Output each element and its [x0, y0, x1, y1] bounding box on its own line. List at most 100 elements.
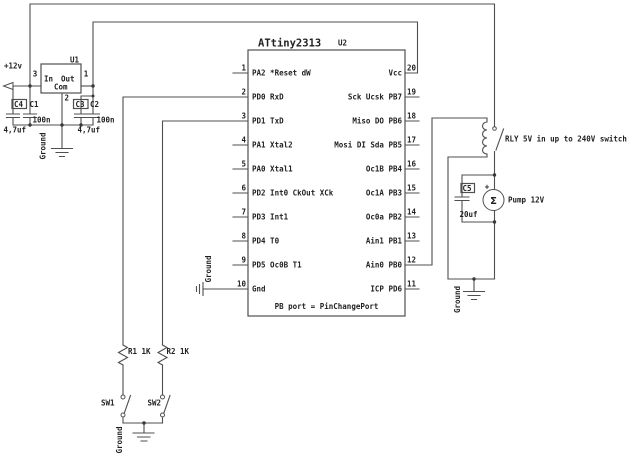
sw2-blade	[163, 394, 171, 414]
ground-label: Ground	[453, 286, 462, 313]
relay-coil-symbol	[481, 117, 488, 158]
pin-number: 16	[407, 160, 417, 169]
capacitor-c5: C5 20uf	[454, 174, 496, 223]
wire-pb0-to-coil	[404, 117, 488, 266]
regulator-pin-in-label: In	[44, 75, 53, 84]
ic-bottom-note: PB port = PinChangePort	[275, 302, 379, 311]
regulator-pin3-number: 3	[33, 70, 38, 79]
wire-pump-ground-rail	[447, 278, 496, 292]
pin-label: Mosi DI Sda PB5	[334, 141, 402, 150]
junction-dot	[91, 84, 95, 88]
ground-symbol	[195, 281, 204, 297]
pin-label: PD0 RxD	[252, 93, 284, 102]
junction-dot	[492, 173, 497, 177]
pin-label: ICP PD6	[370, 285, 402, 294]
capacitor-c4-value: 4,7uf	[4, 126, 27, 135]
ground-label: Ground	[115, 426, 124, 453]
capacitor-c2-value: 100n	[97, 116, 115, 125]
input-port-arrow-icon	[2, 81, 14, 91]
resistor-r2-symbol	[156, 344, 169, 366]
pump-sigma-icon: Σ	[490, 196, 497, 207]
capacitor-c5-value: 20uf	[460, 210, 478, 219]
capacitor-c3-ref: C3	[76, 100, 86, 109]
capacitor-c5-symbol	[454, 174, 496, 223]
pin-label: PD1 TxD	[252, 117, 284, 126]
capacitor-c4: C4 4,7uf	[4, 85, 28, 135]
pin-number: 17	[407, 136, 416, 145]
wire-pd1-to-r2	[161, 120, 249, 346]
ground-switches: Ground	[115, 422, 164, 454]
ic-left-pin-stubs	[232, 72, 249, 266]
pin-number: 14	[407, 208, 417, 217]
sw1-blade	[123, 394, 132, 414]
capacitor-c3: C3 4,7uf	[72, 95, 101, 135]
ground-ic-gnd: Ground	[195, 255, 249, 297]
pump-symbol	[482, 189, 505, 211]
pin-label: Ain0 PB0	[366, 261, 403, 270]
ground-label: Ground	[204, 255, 213, 282]
pin-number: 1	[241, 64, 246, 73]
junction-dot	[28, 84, 32, 88]
resistor-r1-ref: R1 1K	[128, 347, 151, 356]
ic-body	[247, 49, 406, 317]
pin-label: PA2 *Reset dW	[252, 69, 311, 78]
junction-dot	[492, 220, 497, 224]
pin-label: PA1 Xtal2	[252, 141, 293, 150]
junction-dots	[28, 84, 497, 425]
pump-motor: Σ + Pump 12V	[482, 183, 545, 211]
wire-switch-ground-rail	[122, 422, 164, 434]
pin-number: 9	[241, 256, 246, 265]
capacitor-c3-symbol	[73, 95, 94, 126]
wire-pd0-to-r1	[122, 96, 249, 346]
resistor-r2-branch: R2 1K SW2	[148, 120, 249, 424]
capacitor-c3-ref-box	[72, 98, 89, 110]
pin-number: 19	[407, 88, 417, 97]
pin-number: 6	[241, 184, 246, 193]
rail-5v	[92, 21, 419, 87]
capacitor-c5-ref: C5	[463, 184, 472, 193]
pin-number: 20	[407, 64, 417, 73]
junction-dot	[472, 277, 476, 281]
ic-title: ATtiny2313	[258, 38, 321, 50]
pin-number: 13	[407, 232, 417, 241]
regulator-pin-out-label: Out	[61, 75, 75, 84]
pin-number: 12	[407, 256, 416, 265]
pin-number: 2	[241, 88, 246, 97]
resistor-r2-ref: R2 1K	[167, 347, 190, 356]
switch-sw1-ref: SW1	[101, 399, 115, 408]
ground-symbol	[50, 147, 74, 158]
wire-coil-to-ground	[447, 156, 488, 280]
pin-number: 8	[241, 232, 246, 241]
power-12v-label: +12v	[4, 62, 23, 71]
ic-ref: U2	[338, 39, 347, 48]
capacitor-c1-value: 100n	[33, 116, 51, 125]
pin-label: PD5 Oc0B T1	[252, 261, 302, 270]
sw1-contact-top	[120, 394, 126, 400]
switch-sw2-ref: SW2	[148, 399, 162, 408]
capacitor-c2-ref: C2	[90, 100, 99, 109]
capacitor-c1-ref: C1	[30, 100, 40, 109]
pin-label: PD3 Int1	[252, 213, 289, 222]
junction-dot	[91, 94, 95, 98]
pin-label: PA0 Xtal1	[252, 165, 293, 174]
wire-12v-rail	[29, 3, 496, 128]
pin-label: Vcc	[388, 69, 402, 78]
pin-number: 4	[241, 136, 246, 145]
pump-polarity-plus: +	[485, 183, 490, 192]
relay-note: RLY 5V in up to 240V switch	[505, 135, 627, 144]
pin-number: 5	[241, 160, 246, 169]
capacitor-c3-value: 4,7uf	[78, 126, 101, 135]
resistor-r1-branch: R1 1K SW1	[101, 96, 249, 424]
capacitor-c2-symbol	[85, 85, 101, 126]
relay-switch: RLY 5V in up to 240V switch	[492, 126, 627, 280]
regulator-pin2-number: 2	[65, 94, 70, 103]
pin-label: Sck Ucsk PB7	[348, 93, 402, 102]
pin-label: PD2 Int0 CkOut XCk	[252, 189, 334, 198]
pin-number: 7	[241, 208, 246, 217]
ground-label: Ground	[39, 132, 48, 159]
pin-number: 15	[407, 184, 416, 193]
regulator-ref: U1	[70, 56, 80, 65]
resistor-r1-symbol	[117, 344, 129, 366]
regulator-pin-com-label: Com	[54, 83, 68, 92]
